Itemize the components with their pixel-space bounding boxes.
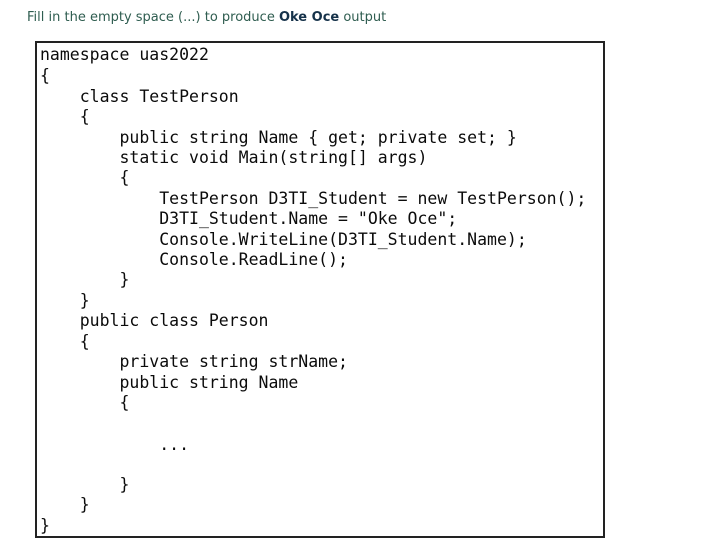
code-line: TestPerson D3TI_Student = new TestPerson… bbox=[40, 189, 587, 208]
code-line: namespace uas2022 bbox=[40, 45, 209, 64]
code-snippet-box: namespace uas2022 { class TestPerson { p… bbox=[35, 41, 605, 538]
code-line-placeholder: ... bbox=[40, 435, 190, 454]
code-line: Console.ReadLine(); bbox=[40, 250, 348, 269]
code-line: public string Name { get; private set; } bbox=[40, 128, 517, 147]
instruction-highlight: Oke Oce bbox=[278, 10, 340, 25]
question-instruction: Fill in the empty space (...) to produce… bbox=[27, 10, 386, 25]
code-line: private string strName; bbox=[40, 352, 348, 371]
code-line: { bbox=[40, 332, 90, 351]
code-line: } bbox=[40, 475, 130, 494]
instruction-suffix: output bbox=[339, 10, 387, 25]
code-line: } bbox=[40, 516, 50, 535]
code-line: { bbox=[40, 168, 130, 187]
code-line: Console.WriteLine(D3TI_Student.Name); bbox=[40, 230, 527, 249]
code-line: } bbox=[40, 291, 90, 310]
code-line: { bbox=[40, 107, 90, 126]
code-line: D3TI_Student.Name = "Oke Oce"; bbox=[40, 209, 458, 228]
code-line: { bbox=[40, 393, 130, 412]
code-line: public string Name bbox=[40, 373, 299, 392]
code-line: static void Main(string[] args) bbox=[40, 148, 428, 167]
instruction-prefix: Fill in the empty space (...) to produce bbox=[27, 10, 279, 25]
code-line: public class Person bbox=[40, 311, 269, 330]
code-line: class TestPerson bbox=[40, 87, 239, 106]
code-line: { bbox=[40, 66, 50, 85]
code-line: } bbox=[40, 495, 90, 514]
code-line: } bbox=[40, 270, 130, 289]
